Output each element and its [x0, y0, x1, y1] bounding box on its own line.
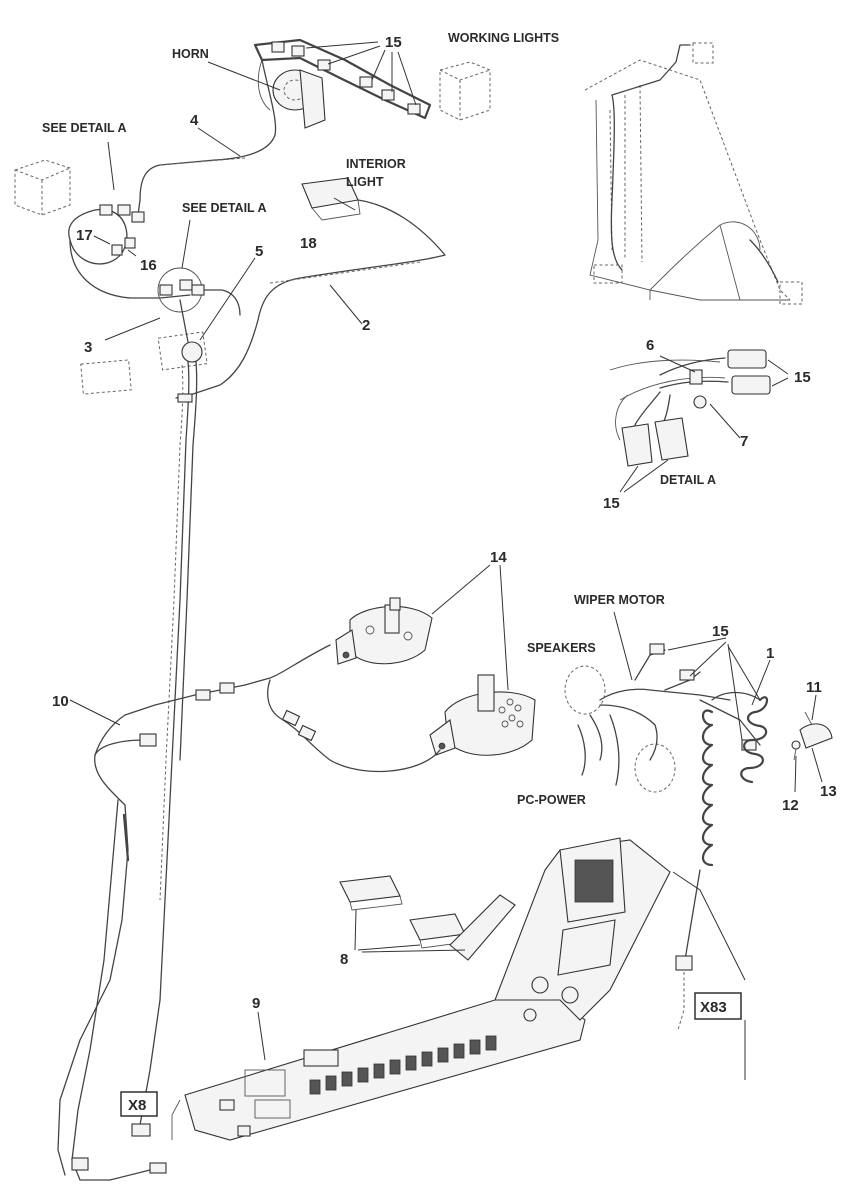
- callout-11: 11: [806, 679, 822, 696]
- connector-x83-box: X83: [694, 992, 742, 1020]
- left-working-light-outline: [14, 159, 71, 216]
- connector-part: [731, 375, 771, 395]
- callout-8: 8: [340, 951, 348, 968]
- callout-14: 14: [490, 549, 507, 566]
- callout-15: 15: [385, 34, 402, 51]
- callout-2: 2: [362, 317, 370, 334]
- connector-part: [149, 1162, 167, 1174]
- callout-13: 13: [820, 783, 837, 800]
- label-interior-light: INTERIOR: [346, 157, 406, 171]
- grommet-part: [181, 341, 203, 363]
- pedal-pad: [409, 913, 466, 941]
- working-light-outline: [439, 61, 491, 121]
- connector-part: [71, 1157, 89, 1171]
- joystick-right: [444, 691, 536, 756]
- callout-5: 5: [255, 243, 263, 260]
- connector-part: [139, 733, 157, 747]
- callout-18: 18: [300, 235, 317, 252]
- callout-15: 15: [603, 495, 620, 512]
- detail-a: [609, 349, 771, 467]
- connector-part: [727, 349, 767, 369]
- wiper-harness: [564, 643, 833, 1031]
- callout-17: 17: [76, 227, 93, 244]
- joysticks: [124, 597, 536, 773]
- console: [184, 837, 746, 1141]
- pedal-accelerator: [449, 894, 516, 961]
- callout-15: 15: [712, 623, 729, 640]
- callout-7: 7: [740, 433, 748, 450]
- label-wiper-motor: WIPER MOTOR: [574, 593, 665, 607]
- label-x8: X8: [128, 1097, 146, 1114]
- connector-part: [131, 1123, 151, 1137]
- leader-lines: [69, 41, 823, 1080]
- item-3-outline: [80, 359, 132, 395]
- label-interior-light: LIGHT: [346, 175, 384, 189]
- label-speakers: SPEAKERS: [527, 641, 596, 655]
- callout-16: 16: [140, 257, 157, 274]
- pedals: [339, 875, 516, 961]
- callout-15: 15: [794, 369, 811, 386]
- joystick-left: [349, 606, 433, 665]
- connector-part: [621, 423, 653, 467]
- pedal-pad: [339, 875, 401, 903]
- callout-4: 4: [190, 112, 199, 129]
- label-see-detail-a: SEE DETAIL A: [42, 121, 127, 135]
- label-horn: HORN: [172, 47, 209, 61]
- callout-6: 6: [646, 337, 654, 354]
- cab-frame: [584, 42, 803, 305]
- label-detail-a: DETAIL A: [660, 473, 716, 487]
- label-pc-power: PC-POWER: [517, 793, 586, 807]
- connector-part: [654, 417, 689, 461]
- callout-1: 1: [766, 645, 774, 662]
- label-working-lights: WORKING LIGHTS: [448, 31, 559, 45]
- left-harness: [57, 714, 181, 1181]
- label-x83: X83: [700, 999, 727, 1016]
- label-see-detail-a: SEE DETAIL A: [182, 201, 267, 215]
- wiper-bracket: [799, 723, 833, 749]
- callout-numbers: 15 4 17 16 18 5 2 3 6 15 7 15 14 15 1 11…: [52, 34, 837, 1012]
- callout-12: 12: [782, 797, 799, 814]
- connector-part: [675, 955, 693, 971]
- speaker-outline: [564, 665, 606, 715]
- connector-x8-box: X8: [120, 1091, 158, 1117]
- roof-harness: [14, 38, 491, 1001]
- speaker-outline: [634, 743, 676, 793]
- callout-3: 3: [84, 339, 92, 356]
- console-switch-row: [309, 1035, 497, 1095]
- callout-9: 9: [252, 995, 260, 1012]
- callout-10: 10: [52, 693, 69, 710]
- caption-labels: HORN WORKING LIGHTS SEE DETAIL A SEE DET…: [42, 31, 716, 807]
